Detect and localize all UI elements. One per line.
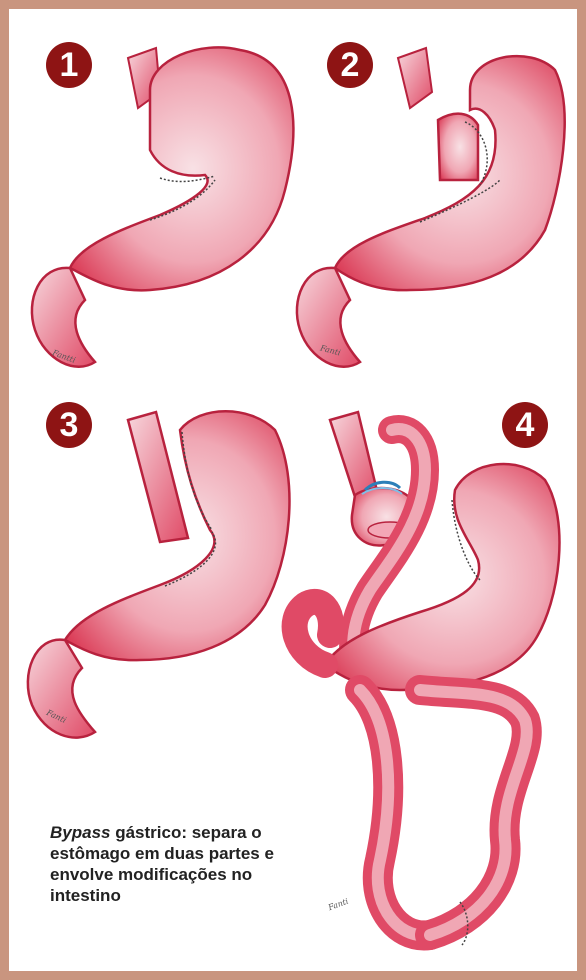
step-badge-2: 2 bbox=[327, 42, 373, 88]
step-badge-4: 4 bbox=[502, 402, 548, 448]
caption-emphasis: Bypass bbox=[50, 823, 110, 842]
figure-caption: Bypass gástrico: separa o estômago em du… bbox=[50, 822, 280, 906]
panel-4-bypass bbox=[295, 412, 560, 945]
step-badge-1: 1 bbox=[46, 42, 92, 88]
step-badge-3: 3 bbox=[46, 402, 92, 448]
panel-2-stomach bbox=[297, 48, 565, 367]
panel-1-stomach bbox=[32, 47, 293, 366]
panel-3-stomach bbox=[28, 411, 290, 737]
